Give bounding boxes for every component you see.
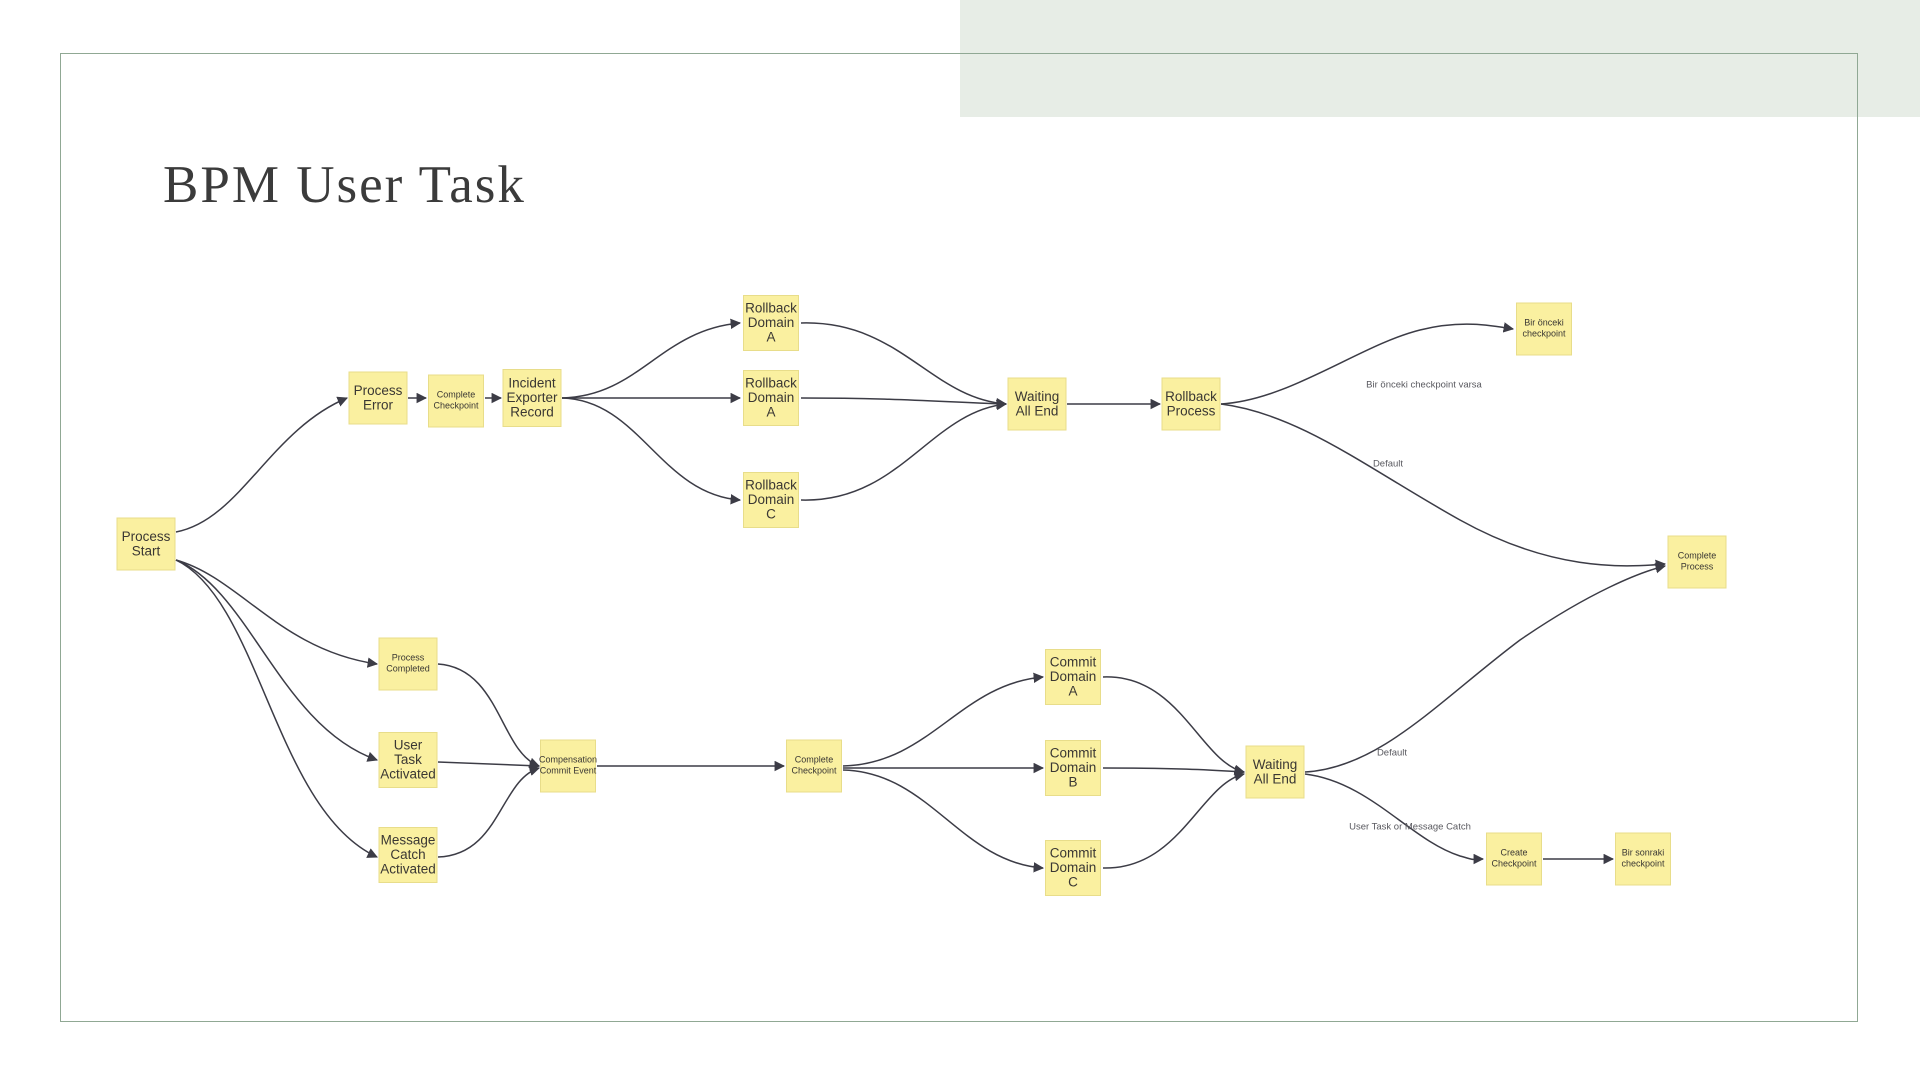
edge-rollback-process-to-complete-process — [1220, 403, 1667, 571]
node-box — [1007, 377, 1067, 431]
node-box — [428, 374, 484, 428]
edge-labels-layer: Bir önceki checkpoint varsa Default Defa… — [1349, 380, 1482, 833]
edge-rollback-c-to-waiting — [800, 399, 1008, 501]
edge-label-default-bottom: Default — [1377, 748, 1407, 759]
node-box — [1045, 740, 1101, 796]
node-box — [540, 739, 596, 793]
node-box — [743, 370, 799, 426]
node-box — [1486, 832, 1542, 886]
edge-rollback-process-to-bir-onceki — [1220, 322, 1515, 405]
edge-label-default-top: Default — [1373, 459, 1403, 470]
edge-label-bir-onceki-checkpoint-varsa: Bir önceki checkpoint varsa — [1366, 380, 1482, 391]
node-box — [378, 732, 438, 788]
node-box — [378, 637, 438, 691]
node-box — [1615, 832, 1671, 886]
node-box — [116, 517, 176, 571]
edge-waiting-bottom-to-create-checkpoint — [1304, 773, 1485, 865]
edges-layer — [175, 318, 1667, 873]
edge-start-to-process-error — [175, 396, 348, 533]
edge-rollback-a1-to-waiting — [800, 322, 1008, 409]
edge-start-to-user-task — [175, 559, 378, 762]
edge-label-user-task-or-message-catch: User Task or Message Catch — [1349, 822, 1471, 833]
slide-border-frame — [60, 53, 1858, 1022]
edge-waiting-bottom-to-complete-process — [1304, 563, 1667, 773]
node-box — [378, 827, 438, 883]
edge-checkpoint-to-commit-a — [842, 672, 1045, 767]
node-box — [1161, 377, 1221, 431]
node-box — [1045, 840, 1101, 896]
edge-incident-to-rollback-c — [561, 397, 742, 505]
accent-band-top-right — [960, 0, 1920, 117]
edge-user-task-to-compensation — [437, 760, 541, 771]
node-box — [743, 295, 799, 351]
node-box — [1245, 745, 1305, 799]
node-box — [502, 369, 562, 427]
node-box — [1667, 535, 1727, 589]
edge-message-catch-to-compensation — [437, 765, 541, 858]
node-box — [743, 472, 799, 528]
edge-process-completed-to-compensation — [437, 663, 540, 768]
edge-commit-c-to-waiting-bottom — [1102, 770, 1246, 869]
edge-commit-b-to-waiting-bottom — [1102, 766, 1246, 777]
edge-rollback-a2-to-waiting — [800, 397, 1008, 409]
node-box — [1045, 649, 1101, 705]
edge-incident-to-rollback-a1 — [561, 318, 742, 399]
node-box — [348, 371, 408, 425]
edge-checkpoint-to-commit-c — [842, 769, 1045, 873]
node-box — [1516, 302, 1572, 356]
edge-commit-a-to-waiting-bottom — [1102, 676, 1246, 776]
edge-start-to-process-completed — [175, 559, 379, 668]
node-box — [786, 739, 842, 793]
edge-start-to-message-catch — [175, 559, 378, 858]
page-title: BPM User Task — [163, 156, 526, 214]
